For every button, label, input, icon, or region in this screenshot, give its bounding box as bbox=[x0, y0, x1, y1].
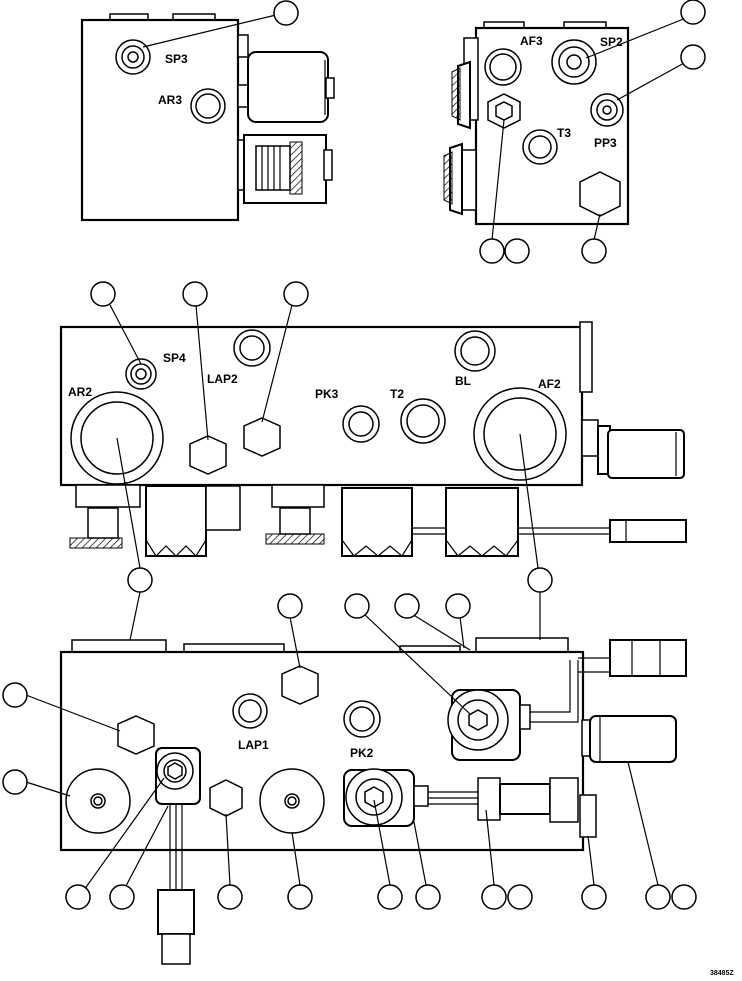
label-t3: T3 bbox=[557, 126, 571, 140]
label-af3: AF3 bbox=[520, 34, 543, 48]
callout-circle bbox=[65, 884, 91, 910]
label-lap2: LAP2 bbox=[207, 372, 238, 386]
top-left-manifold-view: SP3 AR3 bbox=[80, 0, 335, 222]
callout-circle bbox=[527, 567, 553, 593]
callout-circle bbox=[445, 593, 471, 619]
label-lap1: LAP1 bbox=[238, 738, 269, 752]
callout-circle bbox=[277, 593, 303, 619]
callout-circle bbox=[504, 238, 530, 264]
electrical-connector bbox=[609, 519, 687, 543]
callout-circle bbox=[217, 884, 243, 910]
callout-circle bbox=[680, 0, 706, 25]
bottom-manifold-view: LAP1 PK2 bbox=[2, 591, 697, 965]
electrical-connector bbox=[499, 783, 551, 815]
callout-circle bbox=[182, 281, 208, 307]
callout-circle bbox=[415, 884, 441, 910]
figure-code: 38485Z bbox=[710, 970, 734, 977]
label-ar2: AR2 bbox=[68, 385, 92, 399]
hex-plug bbox=[117, 715, 155, 755]
solenoid-coil bbox=[607, 429, 685, 479]
hex-plug-large bbox=[579, 171, 621, 217]
solenoid-valve bbox=[341, 487, 413, 557]
callout-circle bbox=[287, 884, 313, 910]
callout-circle bbox=[479, 238, 505, 264]
callout-circle bbox=[581, 884, 607, 910]
label-sp3: SP3 bbox=[165, 52, 188, 66]
label-t2: T2 bbox=[390, 387, 404, 401]
callout-circle bbox=[394, 593, 420, 619]
top-right-manifold-view: AF3 SP2 PP3 T3 bbox=[443, 0, 706, 264]
electrical-connector bbox=[609, 639, 687, 677]
hex-plug bbox=[189, 435, 227, 475]
callout-circle bbox=[507, 884, 533, 910]
callout-circle bbox=[481, 884, 507, 910]
callout-circle bbox=[2, 682, 28, 708]
label-ar3: AR3 bbox=[158, 93, 182, 107]
label-pp3: PP3 bbox=[594, 136, 617, 150]
hex-plug bbox=[281, 665, 319, 705]
callout-circle bbox=[344, 593, 370, 619]
solenoid-valve bbox=[445, 487, 519, 557]
hex-plug bbox=[209, 779, 243, 817]
callout-circle bbox=[581, 238, 607, 264]
valve-body bbox=[145, 485, 207, 557]
callout-circle bbox=[90, 281, 116, 307]
hex-plug bbox=[243, 417, 281, 457]
callout-circle bbox=[109, 884, 135, 910]
callout-circle bbox=[645, 884, 671, 910]
solenoid-coil-upper bbox=[247, 51, 329, 123]
callout-circle bbox=[671, 884, 697, 910]
callout-circle bbox=[283, 281, 309, 307]
label-sp2: SP2 bbox=[600, 35, 623, 49]
callout-circle bbox=[680, 44, 706, 70]
solenoid-coil bbox=[589, 715, 677, 763]
electrical-connector bbox=[157, 889, 195, 935]
label-pk2: PK2 bbox=[350, 746, 374, 760]
callout-circle bbox=[377, 884, 403, 910]
label-sp4: SP4 bbox=[163, 351, 186, 365]
label-af2: AF2 bbox=[538, 377, 561, 391]
label-pk3: PK3 bbox=[315, 387, 339, 401]
callout-circle bbox=[127, 567, 153, 593]
middle-manifold-view: SP4 AR2 LAP2 PK3 T2 BL AF2 bbox=[59, 281, 687, 593]
callout-circle bbox=[273, 0, 299, 26]
label-bl: BL bbox=[455, 374, 471, 388]
callout-circle bbox=[2, 769, 28, 795]
